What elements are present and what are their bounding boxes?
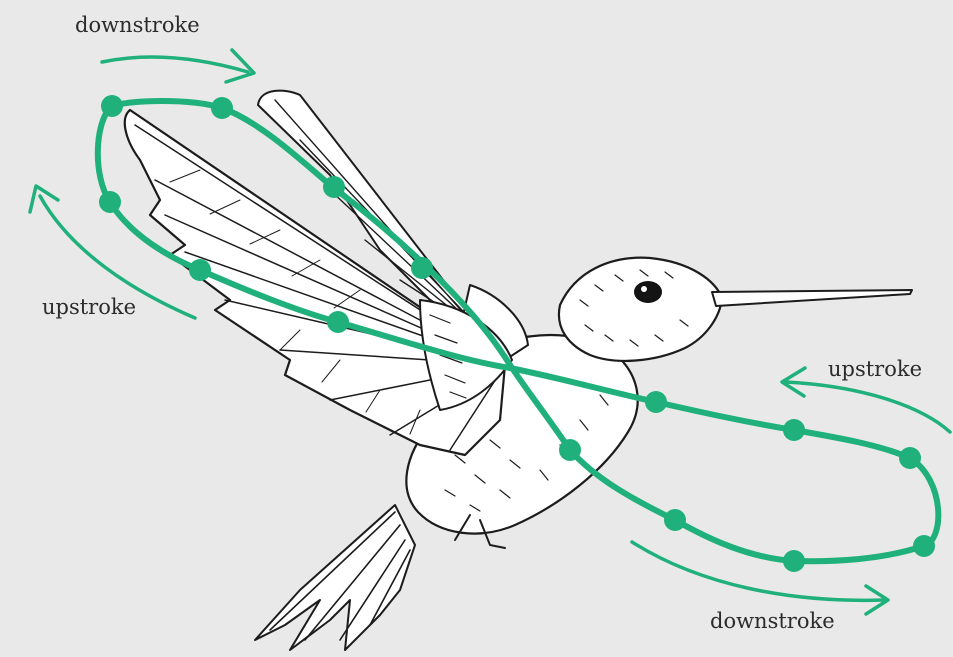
trajectory-marker	[645, 391, 667, 413]
label-upstroke-right: upstroke	[828, 357, 922, 381]
trajectory-marker	[559, 439, 581, 461]
downstroke-arrow-top	[102, 50, 254, 82]
trajectory-marker	[783, 419, 805, 441]
trajectory-marker	[899, 447, 921, 469]
bird-eye	[634, 281, 662, 303]
tail-feathers	[255, 505, 415, 650]
bird-beak	[712, 290, 912, 306]
trajectory-marker	[783, 550, 805, 572]
trajectory-marker	[101, 95, 123, 117]
trajectory-marker	[913, 535, 935, 557]
trajectory-marker	[411, 257, 433, 279]
trajectory-marker	[211, 97, 233, 119]
trajectory-marker	[327, 311, 349, 333]
trajectory-marker	[664, 509, 686, 531]
trajectory-marker	[99, 191, 121, 213]
label-downstroke-bottom: downstroke	[710, 609, 835, 633]
trajectory-marker	[189, 259, 211, 281]
label-downstroke-top: downstroke	[75, 13, 200, 37]
bird-head	[559, 258, 722, 361]
trajectory-marker	[323, 176, 345, 198]
label-upstroke-left: upstroke	[42, 295, 136, 319]
